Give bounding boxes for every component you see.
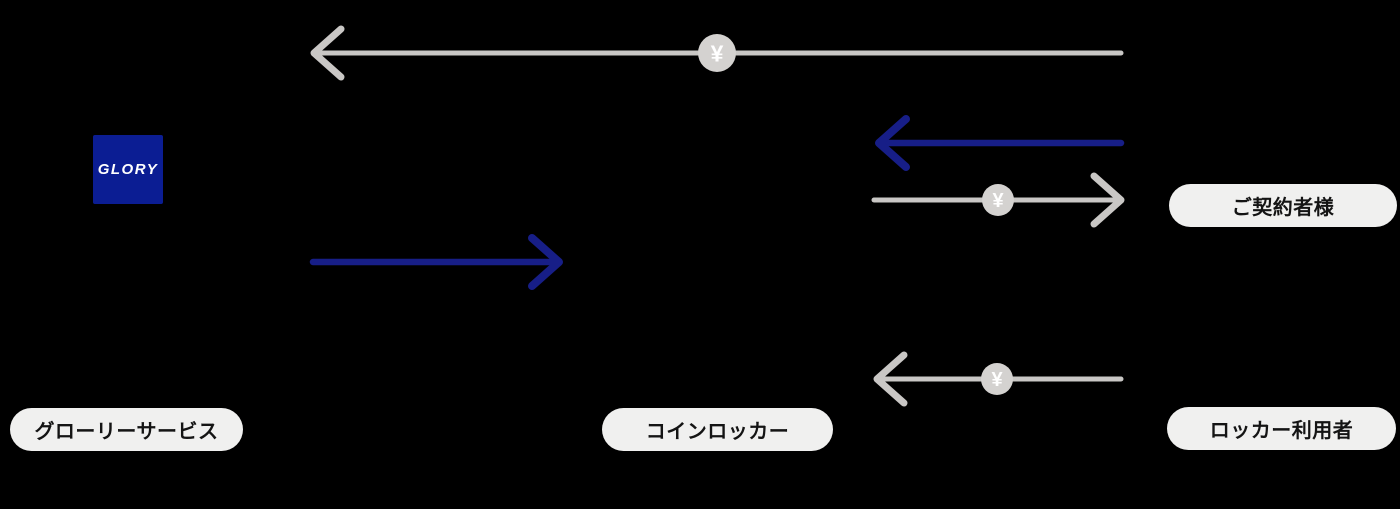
yen-badge — [698, 34, 736, 72]
entity-locker-user: ロッカー利用者 — [1167, 407, 1396, 450]
arrow-right-icon — [1090, 172, 1125, 228]
yen-badge — [982, 184, 1014, 216]
yen-icon: ¥ — [991, 369, 1003, 391]
yen-badge — [981, 363, 1013, 395]
arrow-right-icon — [528, 234, 563, 290]
entity-contractor-label: ご契約者様 — [1231, 197, 1335, 219]
glory-logo: GLORY — [93, 135, 163, 204]
yen-icon: ¥ — [992, 190, 1004, 212]
arrow-left-icon — [875, 115, 910, 171]
arrow-left-icon — [310, 25, 345, 81]
payment-arrow-top: ¥ — [310, 25, 1124, 81]
entity-coin-locker-label: コインロッカー — [645, 421, 790, 443]
entity-glory-service-label: グローリーサービス — [34, 421, 219, 443]
entity-contractor: ご契約者様 — [1169, 184, 1397, 227]
entity-locker-user-label: ロッカー利用者 — [1209, 420, 1354, 442]
blue-arrow-upper-right — [875, 115, 1125, 171]
entity-glory-service: グローリーサービス — [10, 408, 243, 451]
glory-logo-text: GLORY — [97, 161, 159, 178]
entity-coin-locker: コインロッカー — [602, 408, 833, 451]
yen-icon: ¥ — [711, 40, 724, 66]
arrow-left-icon — [873, 351, 908, 407]
payment-arrow-lower-right: ¥ — [873, 351, 1124, 407]
blue-arrow-middle-left — [309, 234, 563, 290]
payment-arrow-middle-right: ¥ — [871, 172, 1125, 228]
